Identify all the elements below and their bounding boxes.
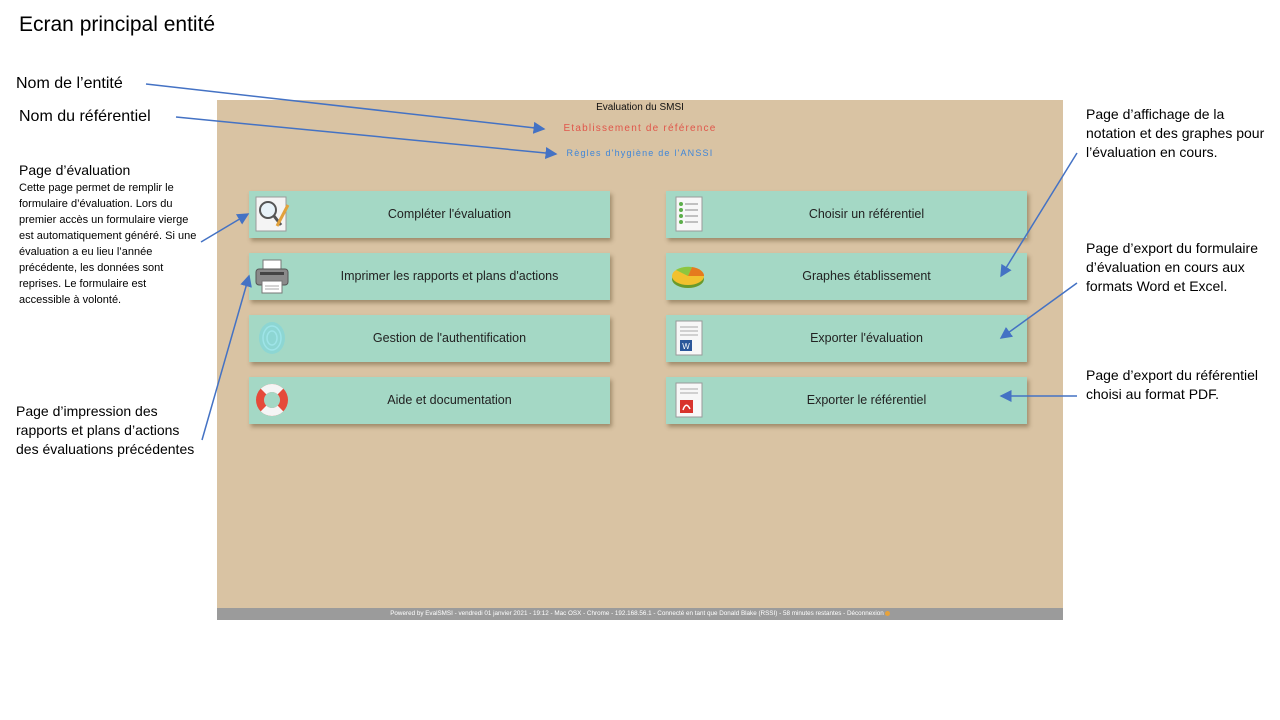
authentication-button[interactable]: Gestion de l'authentification <box>249 315 610 362</box>
entity-name: Etablissement de référence <box>563 123 717 134</box>
slide-title: Ecran principal entité <box>19 13 216 36</box>
annotation-export-ref-page: Page d’export du référentiel choisi au f… <box>1086 367 1258 402</box>
annotation-graphs-page: Page d’affichage de la notation et des g… <box>1086 106 1265 160</box>
magnifier-pen-icon <box>253 195 291 233</box>
choose-referential-button[interactable]: Choisir un référentiel <box>666 191 1027 238</box>
status-footer: Powered by EvalSMSI - vendredi 01 janvie… <box>217 608 1063 620</box>
export-referential-button[interactable]: Exporter le référentiel <box>666 377 1027 424</box>
lifebuoy-icon <box>253 381 291 419</box>
annotation-entity-name: Nom de l’entité <box>16 75 123 92</box>
annotation-print-page: Page d’impression des rapports et plans … <box>16 403 195 457</box>
annotation-ref-name: Nom du référentiel <box>19 108 151 125</box>
logout-icon[interactable] <box>884 610 890 616</box>
complete-evaluation-label: Compléter l'évaluation <box>387 207 512 221</box>
checklist-document-icon <box>670 195 708 233</box>
fingerprint-icon <box>253 319 291 357</box>
print-reports-button[interactable]: Imprimer les rapports et plans d'actions <box>249 253 610 300</box>
help-documentation-button[interactable]: Aide et documentation <box>249 377 610 424</box>
graphs-button[interactable]: Graphes établissement <box>666 253 1027 300</box>
export-evaluation-button[interactable]: W Exporter l'évaluation <box>666 315 1027 362</box>
complete-evaluation-button[interactable]: Compléter l'évaluation <box>249 191 610 238</box>
pie-chart-icon <box>670 257 708 295</box>
referential-name: Règles d'hygiène de l'ANSSI <box>566 148 714 158</box>
authentication-label: Gestion de l'authentification <box>372 331 527 345</box>
export-referential-label: Exporter le référentiel <box>806 393 927 407</box>
footer-text: Powered by EvalSMSI - vendredi 01 janvie… <box>390 610 884 617</box>
export-evaluation-label: Exporter l'évaluation <box>810 331 923 345</box>
annotation-export-eval-page: Page d’export du formulaire d’évaluation… <box>1086 240 1258 294</box>
annotation-eval-page-desc: Cette page permet de remplir le formulai… <box>19 182 197 306</box>
pdf-document-icon <box>670 381 708 419</box>
graphs-label: Graphes établissement <box>802 269 931 283</box>
help-documentation-label: Aide et documentation <box>387 393 512 407</box>
annotation-eval-page: Page d’évaluation Cette page permet de r… <box>19 160 197 308</box>
print-reports-label: Imprimer les rapports et plans d'actions <box>340 269 559 283</box>
app-screen: Evaluation du SMSI Etablissement de réfé… <box>217 100 1063 620</box>
word-document-icon: W <box>670 319 708 357</box>
printer-icon <box>253 257 291 295</box>
choose-referential-label: Choisir un référentiel <box>808 207 925 221</box>
annotation-eval-page-title: Page d’évaluation <box>19 162 131 178</box>
svg-text:W: W <box>682 342 690 351</box>
app-title: Evaluation du SMSI <box>596 102 684 113</box>
